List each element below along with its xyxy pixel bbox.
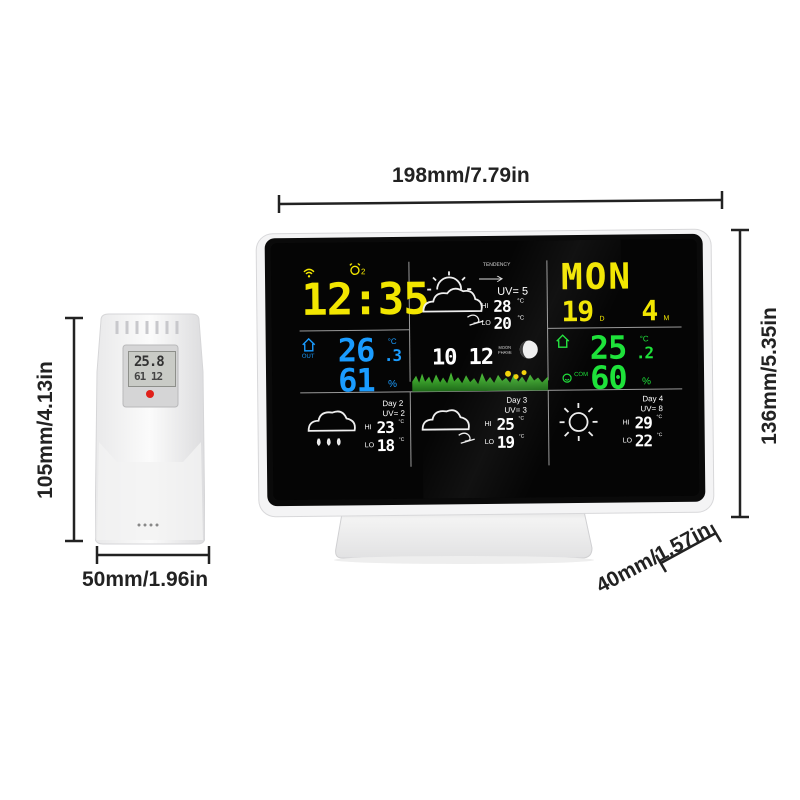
forecast-hi: 28 xyxy=(493,296,511,316)
cloud-wind-icon xyxy=(418,405,478,452)
clock-time: 12:35 xyxy=(300,273,429,326)
day3-hi-unit: °C xyxy=(518,415,525,422)
day4-lo: 22 xyxy=(634,431,653,451)
alarm-icon xyxy=(349,262,361,276)
day4-label: Day 4 xyxy=(642,394,664,404)
sensor-lcd-humidity: 61 12 xyxy=(134,370,163,383)
day3-lo: 19 xyxy=(496,432,515,452)
outdoor-temp-decimal: .3 xyxy=(383,345,402,366)
day2-lo-unit: °C xyxy=(398,436,405,443)
center-digits: 10 12 xyxy=(431,344,494,371)
sun-icon xyxy=(556,400,600,444)
indoor-humidity-unit: % xyxy=(642,376,652,388)
day4-uv: UV= 8 xyxy=(640,404,663,414)
indoor-temp-decimal: .2 xyxy=(635,343,654,363)
day2-lo-label: LO xyxy=(364,442,375,450)
day2-hi: 23 xyxy=(376,417,394,438)
comfort-label: COM xyxy=(574,371,589,379)
day3-label: Day 3 xyxy=(506,395,528,405)
day2-hi-unit: °C xyxy=(398,418,405,425)
station-screen: 2 12:35 TENDENCY UV= 5 HI 28 °C LO 20 °C… xyxy=(270,238,700,501)
comfort-face-icon xyxy=(562,370,572,383)
date-d-label: D xyxy=(599,315,605,323)
date-m-label: M xyxy=(663,315,670,323)
day3-hi-label: HI xyxy=(484,420,492,429)
forecast-lo: 20 xyxy=(493,313,511,333)
sensor-height-dimension-label: 105mm/4.13in xyxy=(34,361,57,499)
forecast-hi-label: HI xyxy=(481,302,489,311)
outdoor-label: OUT xyxy=(301,353,315,360)
sensor-lcd: 25.8 61 12 xyxy=(128,351,176,387)
day3-lo-unit: °C xyxy=(518,433,525,440)
indoor-temp-unit: °C xyxy=(639,334,649,344)
indoor-humidity: 60 xyxy=(589,358,627,397)
day2-label: Day 2 xyxy=(382,398,404,409)
day4-hi-label: HI xyxy=(622,419,630,427)
date-day: 19 xyxy=(561,294,594,329)
tendency-arrow-icon xyxy=(477,269,507,283)
day4-lo-label: LO xyxy=(622,437,633,445)
sensor-body xyxy=(95,313,205,545)
forecast-hi-unit: °C xyxy=(517,298,525,305)
day4-hi: 29 xyxy=(634,413,652,433)
day4-lo-unit: °C xyxy=(656,432,663,439)
width-dimension-label: 198mm/7.79in xyxy=(392,164,530,187)
outdoor-humidity-unit: % xyxy=(388,378,398,391)
forecast-lo-unit: °C xyxy=(517,315,525,322)
weekday: MON xyxy=(560,256,633,299)
outdoor-humidity: 61 xyxy=(337,361,375,400)
indoor-house-icon xyxy=(556,334,570,348)
day3-lo-label: LO xyxy=(484,438,495,447)
day3-hi: 25 xyxy=(496,414,514,434)
sensor-width-dimension-label: 50mm/1.96in xyxy=(82,568,209,591)
day2-lo: 18 xyxy=(376,435,395,456)
sun-cloud-icon xyxy=(417,267,496,330)
rain-cloud-icon xyxy=(302,404,358,451)
moon-phase-label: MOON PHASE xyxy=(498,344,512,355)
day2-uv: UV= 2 xyxy=(382,408,405,419)
day3-uv: UV= 3 xyxy=(504,405,527,415)
outdoor-house-icon xyxy=(302,337,316,352)
date-month: 4 xyxy=(641,294,658,328)
day4-hi-unit: °C xyxy=(656,414,663,421)
forecast-lo-label: LO xyxy=(481,319,491,328)
day2-hi-label: HI xyxy=(364,424,372,432)
sensor-lcd-temperature: 25.8 xyxy=(134,354,165,370)
screen-grid xyxy=(299,260,683,467)
height-dimension-label: 136mm/5.35in xyxy=(758,307,781,445)
station-stand xyxy=(334,501,594,564)
wifi-icon xyxy=(303,265,315,278)
outdoor-sensor: 25.8 61 12 xyxy=(95,312,205,545)
grass-flower-graphic xyxy=(412,368,549,392)
outdoor-temp-unit: °C xyxy=(387,336,397,347)
moon-phase-icon xyxy=(518,338,540,360)
